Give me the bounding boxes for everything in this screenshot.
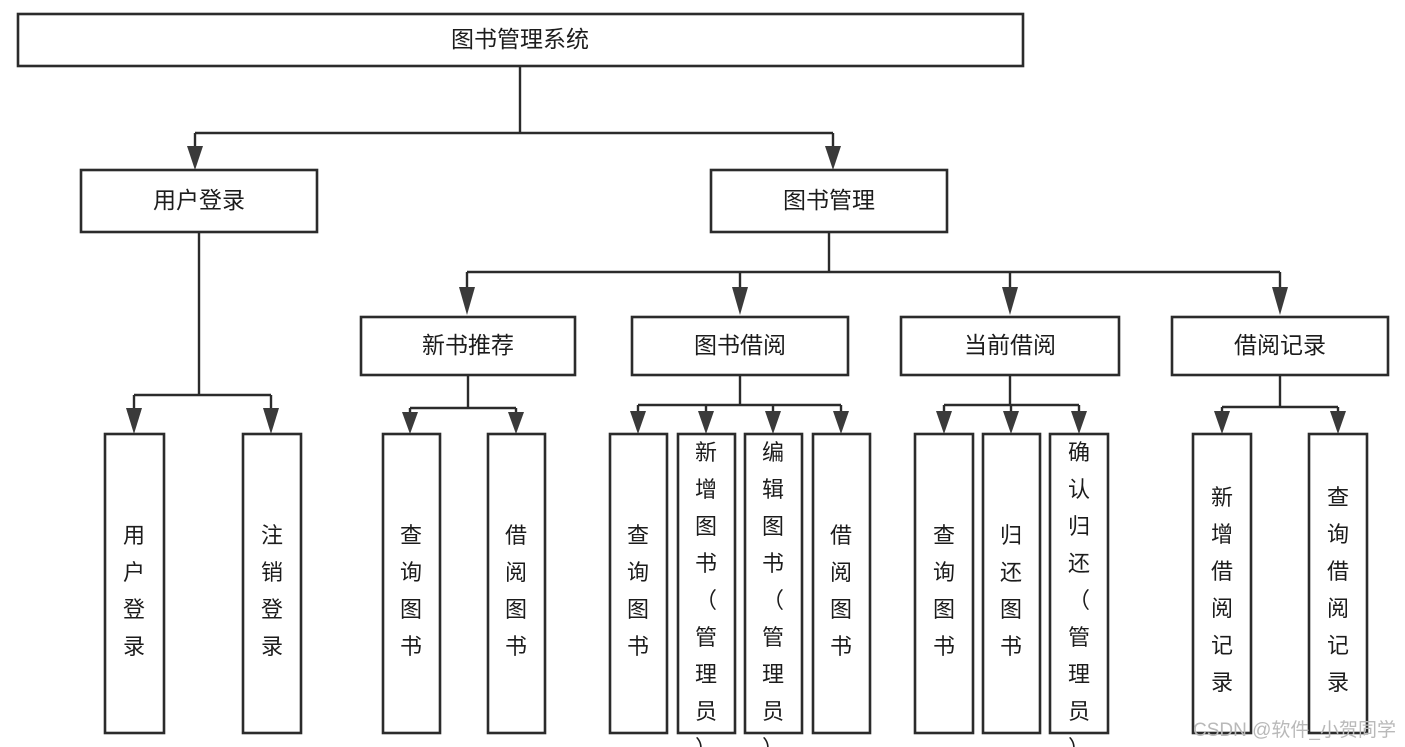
- arrow-head-leaf-add-book: [698, 411, 714, 434]
- node-leaf-add-book-label: 新增图书（管理员）: [695, 440, 717, 747]
- node-leaf-borrow-book-2-label: 借阅图书: [830, 523, 852, 659]
- node-root[interactable]: 图书管理系统: [16, 12, 1025, 68]
- node-leaf-query-record[interactable]: 查询借阅记录: [1307, 432, 1369, 735]
- node-borrow-record[interactable]: 借阅记录: [1170, 315, 1390, 377]
- node-leaf-add-record-label: 新增借阅记录: [1211, 485, 1233, 695]
- node-leaf-query-book-1-box[interactable]: [381, 432, 442, 735]
- node-leaf-confirm-return-box[interactable]: [1048, 432, 1110, 735]
- arrow-head-user-login: [187, 146, 203, 170]
- arrow-head-borrow-record: [1272, 287, 1288, 315]
- arrow-head-leaf-return-book: [1003, 411, 1019, 434]
- node-leaf-borrow-book-1-label: 借阅图书: [505, 523, 527, 659]
- arrow-head-leaf-add-record: [1214, 411, 1230, 434]
- arrow-head-leaf-query-book-1: [402, 412, 418, 434]
- arrow-head-current-borrow: [1002, 287, 1018, 315]
- node-leaf-return-book[interactable]: 归还图书: [981, 432, 1042, 735]
- connector-group-book-borrow: [630, 375, 849, 434]
- node-user-login[interactable]: 用户登录: [79, 168, 319, 234]
- node-leaf-edit-book-box[interactable]: [743, 432, 804, 735]
- node-leaf-query-book-1[interactable]: 查询图书: [381, 432, 442, 735]
- arrow-head-book-borrow: [732, 287, 748, 315]
- connector-group-user-login: [126, 232, 279, 434]
- arrow-head-new-book-rec: [459, 287, 475, 315]
- connector-group-current-borrow: [936, 375, 1087, 434]
- node-user-login-box[interactable]: [79, 168, 319, 234]
- node-root-label: 图书管理系统: [451, 26, 589, 52]
- node-user-login-label: 用户登录: [153, 187, 245, 213]
- arrow-head-leaf-query-book-2: [630, 411, 646, 434]
- arrow-head-leaf-borrow-book-1: [508, 412, 524, 434]
- node-leaf-query-book-1-label: 查询图书: [400, 523, 422, 659]
- connector-group-book-manage: [459, 232, 1288, 315]
- node-leaf-logout-box[interactable]: [241, 432, 303, 735]
- arrow-head-leaf-user-login: [126, 408, 142, 434]
- node-current-borrow-box[interactable]: [899, 315, 1121, 377]
- node-leaf-confirm-return-label: 确认归还（管理员）: [1068, 440, 1090, 747]
- node-book-borrow[interactable]: 图书借阅: [630, 315, 850, 377]
- node-leaf-query-book-3[interactable]: 查询图书: [913, 432, 975, 735]
- node-leaf-query-book-3-label: 查询图书: [933, 523, 955, 659]
- node-leaf-return-book-box[interactable]: [981, 432, 1042, 735]
- node-book-borrow-label: 图书借阅: [694, 332, 786, 358]
- node-leaf-borrow-book-2[interactable]: 借阅图书: [811, 432, 872, 735]
- node-book-borrow-box[interactable]: [630, 315, 850, 377]
- node-leaf-return-book-label: 归还图书: [1000, 523, 1022, 659]
- node-leaf-user-login[interactable]: 用户登录: [103, 432, 166, 735]
- node-leaf-borrow-book-1[interactable]: 借阅图书: [486, 432, 547, 735]
- node-new-book-rec-label: 新书推荐: [422, 332, 514, 358]
- node-current-borrow-label: 当前借阅: [964, 332, 1056, 358]
- node-leaf-add-book-box[interactable]: [676, 432, 737, 735]
- node-leaf-query-book-2-box[interactable]: [608, 432, 669, 735]
- node-leaf-borrow-book-2-box[interactable]: [811, 432, 872, 735]
- node-book-manage[interactable]: 图书管理: [709, 168, 949, 234]
- node-leaf-edit-book-label: 编辑图书（管理员）: [762, 440, 784, 747]
- csdn-watermark: CSDN @软件_小贺同学: [1193, 719, 1396, 741]
- arrow-head-leaf-edit-book: [765, 411, 781, 434]
- node-leaf-add-book[interactable]: 新增图书（管理员）: [676, 432, 737, 747]
- node-leaf-query-record-label: 查询借阅记录: [1327, 485, 1349, 695]
- arrow-head-leaf-logout: [263, 408, 279, 434]
- arrow-head-leaf-query-book-3: [936, 411, 952, 434]
- arrow-head-leaf-confirm-return: [1071, 411, 1087, 434]
- node-leaf-confirm-return[interactable]: 确认归还（管理员）: [1048, 432, 1110, 747]
- connector-group-new-book-rec: [402, 375, 524, 434]
- node-borrow-record-box[interactable]: [1170, 315, 1390, 377]
- node-leaf-add-record[interactable]: 新增借阅记录: [1191, 432, 1253, 735]
- arrow-head-book-manage: [825, 146, 841, 170]
- node-leaf-user-login-label: 用户登录: [123, 523, 145, 659]
- node-leaf-user-login-box[interactable]: [103, 432, 166, 735]
- node-leaf-borrow-book-1-box[interactable]: [486, 432, 547, 735]
- node-new-book-rec[interactable]: 新书推荐: [359, 315, 577, 377]
- connector-group-borrow-record: [1214, 375, 1346, 434]
- arrow-head-leaf-borrow-book-2: [833, 411, 849, 434]
- node-leaf-query-book-2[interactable]: 查询图书: [608, 432, 669, 735]
- arrow-head-leaf-query-record: [1330, 411, 1346, 434]
- node-root-box[interactable]: [16, 12, 1025, 68]
- node-book-manage-box[interactable]: [709, 168, 949, 234]
- node-current-borrow[interactable]: 当前借阅: [899, 315, 1121, 377]
- node-leaf-query-book-2-label: 查询图书: [627, 523, 649, 659]
- node-leaf-logout[interactable]: 注销登录: [241, 432, 303, 735]
- node-leaf-query-book-3-box[interactable]: [913, 432, 975, 735]
- node-book-manage-label: 图书管理: [783, 187, 875, 213]
- node-borrow-record-label: 借阅记录: [1234, 332, 1326, 358]
- node-leaf-add-record-box[interactable]: [1191, 432, 1253, 735]
- node-leaf-logout-label: 注销登录: [261, 523, 283, 659]
- node-new-book-rec-box[interactable]: [359, 315, 577, 377]
- node-leaf-edit-book[interactable]: 编辑图书（管理员）: [743, 432, 804, 747]
- connector-group-root: [187, 66, 841, 170]
- node-leaf-query-record-box[interactable]: [1307, 432, 1369, 735]
